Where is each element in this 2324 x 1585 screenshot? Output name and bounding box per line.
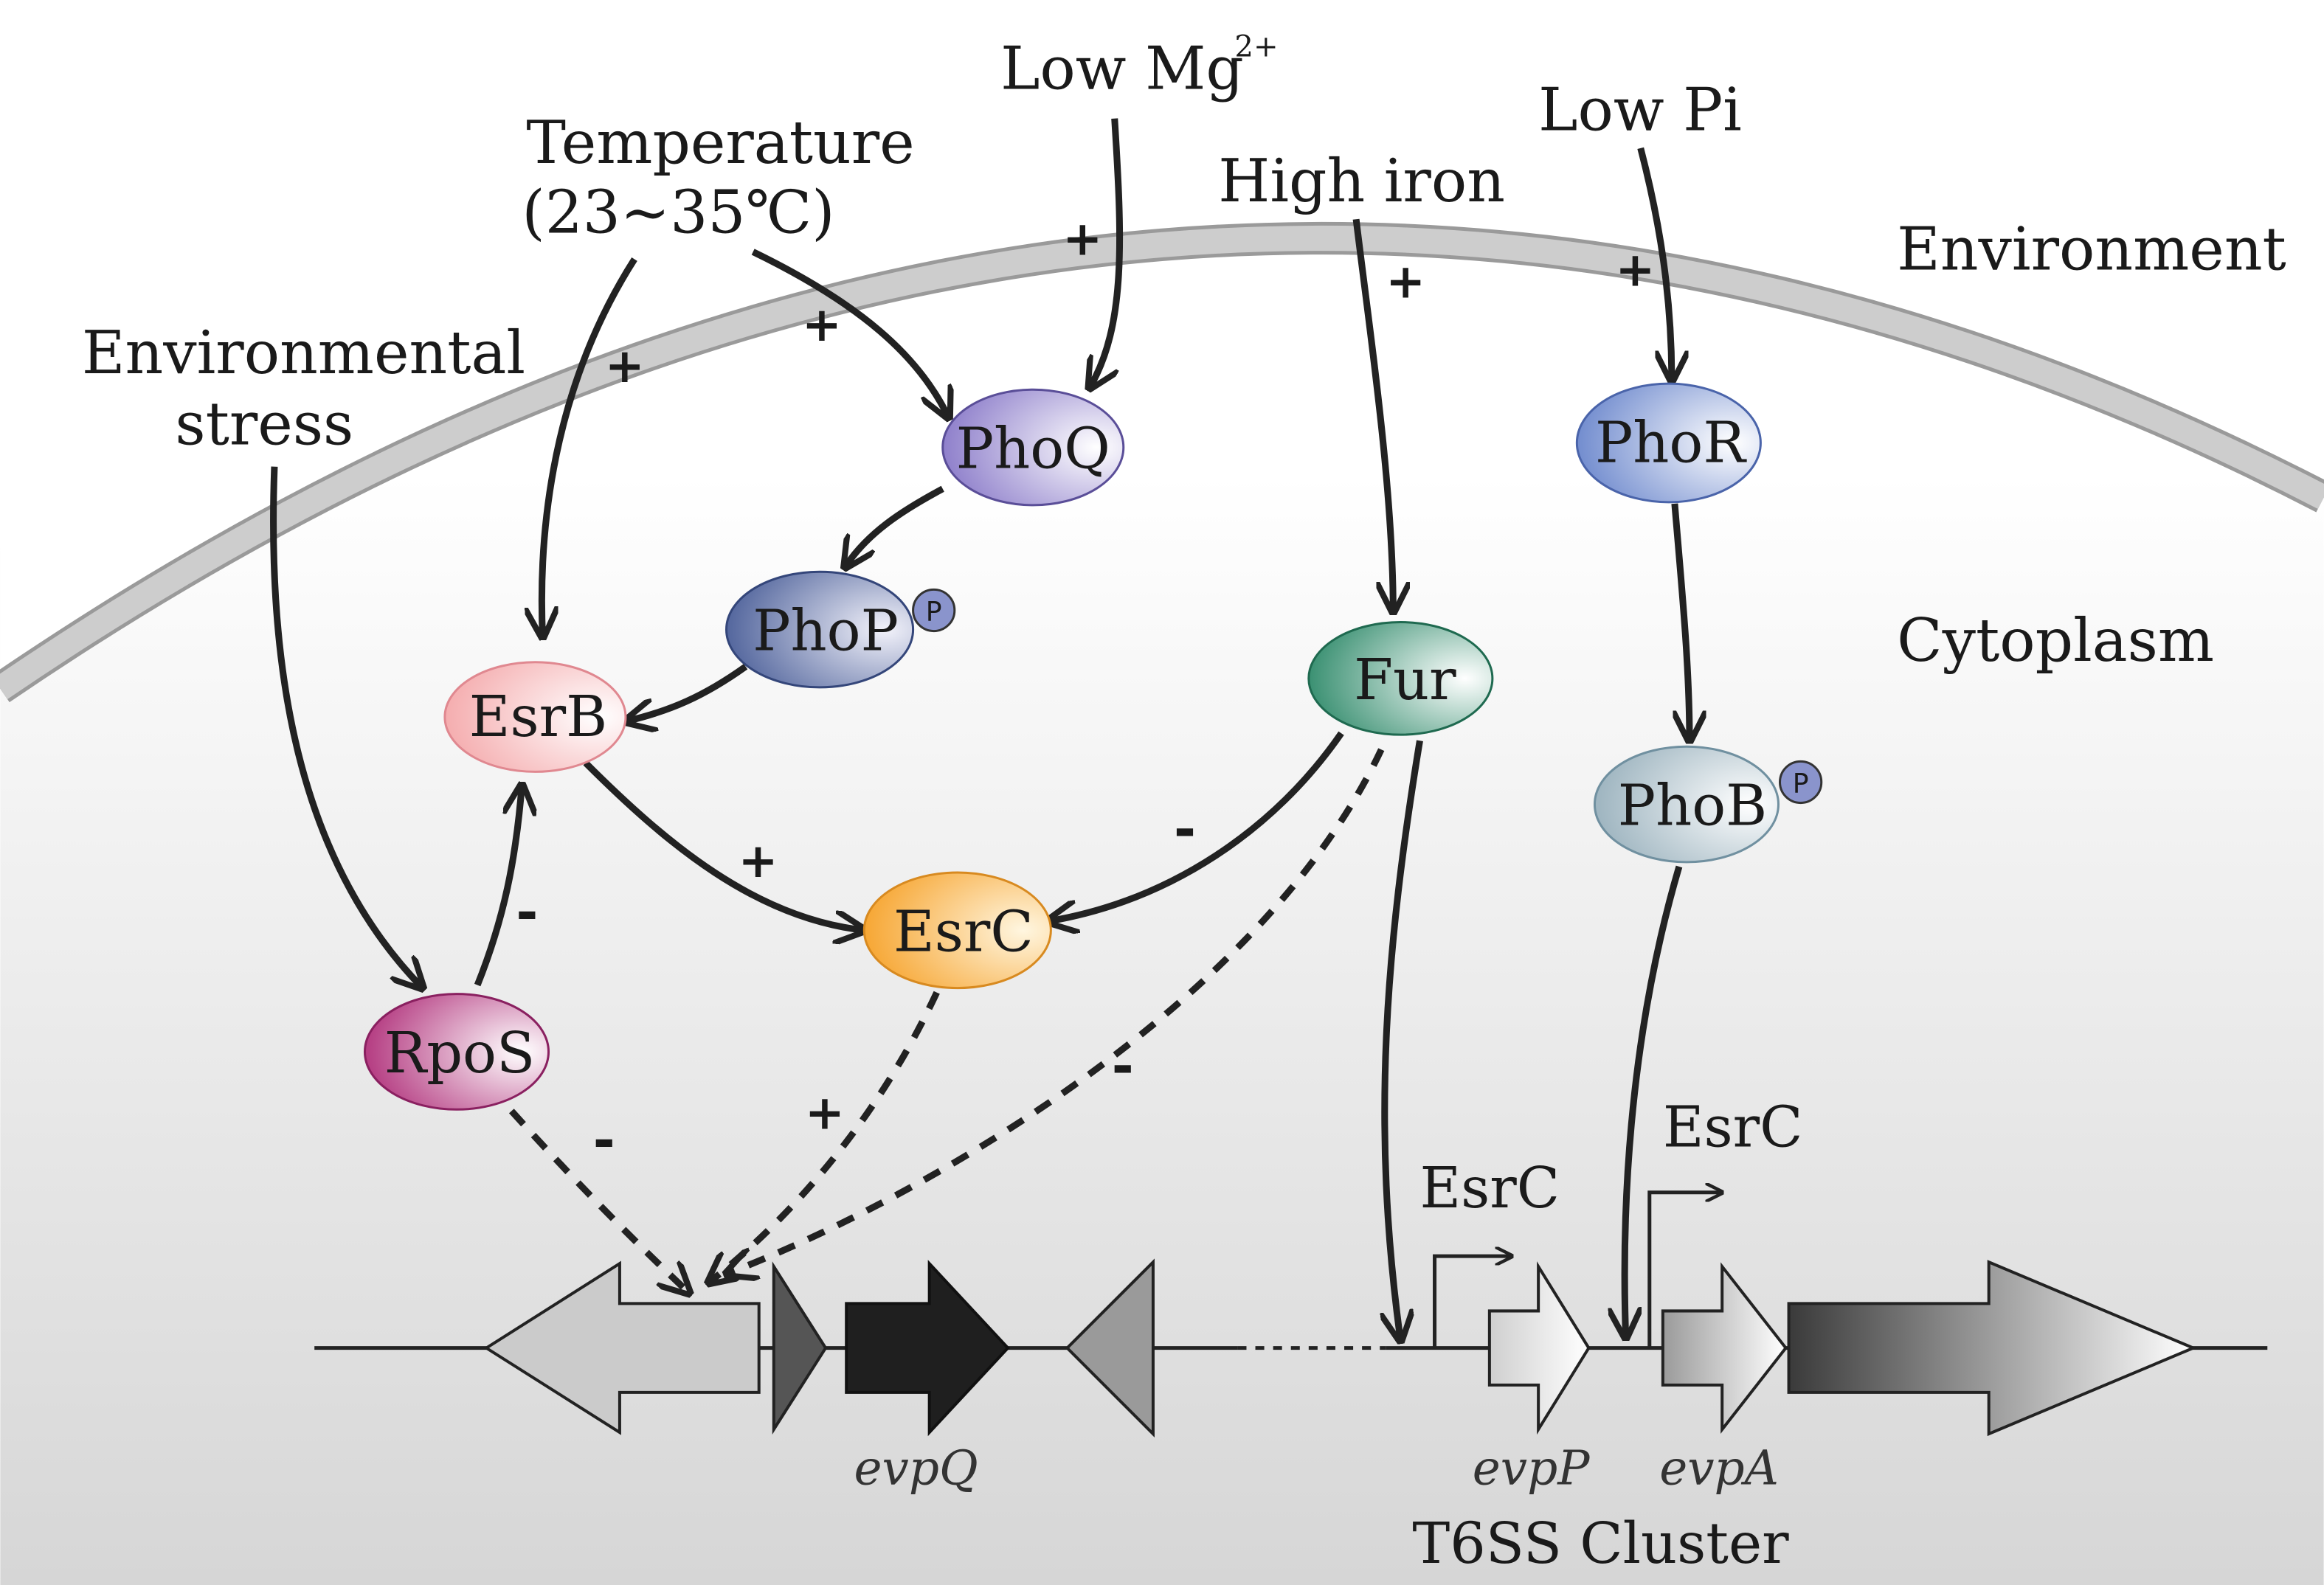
sign-rpos-evpq: - [593,1110,615,1172]
edge-envstress-rpos [270,466,423,988]
edge-fur-esrc [1048,731,1344,921]
node-esrb: EsrB [443,661,627,773]
edge-rpos-evpq [508,1109,689,1293]
phospho-mark-phop: P [926,596,942,628]
node-phop: PhoP P [725,570,956,689]
node-esrb-label: EsrB [469,684,607,749]
edge-phob-evpa-promoter [1625,865,1683,1338]
node-phor-label: PhoR [1595,410,1747,476]
low-mg-superscript: 2+ [1234,30,1278,63]
environmental-stress-label-line1: Environmental [82,318,525,387]
edge-temp-esrb [542,257,637,637]
edge-phop-esrb [626,664,748,721]
sign-temp-esrb: + [605,339,645,394]
node-fur-label: Fur [1354,647,1456,712]
edge-esrb-esrc [583,760,865,930]
sign-fur-evpq: - [1112,1036,1134,1097]
sign-lowmg-phoq: + [1062,211,1102,266]
sign-rpos-esrb: - [516,881,538,943]
high-iron-label: High iron [1218,146,1505,215]
phospho-mark-phob: P [1793,768,1809,800]
gene-triangle-dark [772,1261,828,1435]
promoter-label-evpa: EsrC [1663,1095,1803,1160]
edge-fur-evpq [727,748,1385,1274]
node-rpos: RpoS [363,993,550,1111]
promoter-arrow-evpa [1647,1193,1722,1348]
temperature-label-line2: (23~35℃) [522,177,834,246]
sign-highiron-fur: + [1386,254,1425,310]
gene-triangle-grey [1065,1258,1155,1437]
edge-phoq-phop [845,485,944,567]
gene-label-evpq: evpQ [854,1440,978,1496]
sign-esrb-esrc: + [739,833,778,889]
node-esrc: EsrC [862,871,1052,990]
cell-membrane-inner [0,225,2324,700]
environment-label: Environment [1897,215,2286,284]
low-mg-label: Low Mg [1000,34,1244,103]
sign-lowpi-phor: + [1616,243,1656,298]
edge-phor-phob [1671,503,1690,741]
node-rpos-label: RpoS [384,1020,536,1086]
node-phoq: PhoQ [941,388,1125,507]
phospho-icon [1779,760,1823,805]
cluster-label: T6SS Cluster [1412,1511,1789,1576]
gene-arrow-left-large [483,1260,761,1435]
node-phob: PhoB P [1593,745,1823,864]
node-phoq-label: PhoQ [956,416,1110,482]
node-phop-label: PhoP [753,598,899,664]
edge-lowmg-phoq [1090,118,1124,389]
sign-esrc-evpq: + [805,1085,845,1140]
gene-cluster: evpQ evpP evpA EsrC EsrC T6SS Cluster [314,1095,2268,1576]
edge-temp-phoq [751,249,949,417]
environmental-stress-label-line2: stress [175,389,353,459]
gene-arrow-right-large [1787,1260,2198,1437]
edge-highiron-fur [1352,218,1393,611]
edge-lowpi-phor [1637,147,1672,381]
sign-temp-phoq: + [802,297,842,353]
gene-arrow-evpa [1661,1262,1788,1434]
gene-arrow-evpp [1487,1261,1591,1435]
sign-fur-esrc: - [1174,799,1196,861]
gene-label-evpa: evpA [1659,1440,1779,1496]
node-esrc-label: EsrC [893,898,1034,964]
low-pi-label: Low Pi [1538,75,1742,145]
edge-rpos-esrb [474,785,522,987]
low-mg-signal: Low Mg 2+ [1000,30,1279,103]
phospho-icon [912,588,956,633]
promoter-arrow-evpp [1433,1256,1512,1348]
gene-label-evpp: evpP [1473,1440,1591,1496]
edge-fur-evpp-promoter [1385,740,1423,1340]
cytoplasm-label: Cytoplasm [1897,606,2214,675]
node-phor: PhoR [1575,382,1762,504]
promoter-label-evpp: EsrC [1419,1155,1560,1221]
temperature-label-line1: Temperature [526,108,914,177]
environment-background [0,0,2324,674]
gene-arrow-evpq [845,1260,1010,1437]
node-fur: Fur [1307,621,1494,736]
node-phob-label: PhoB [1618,773,1767,839]
